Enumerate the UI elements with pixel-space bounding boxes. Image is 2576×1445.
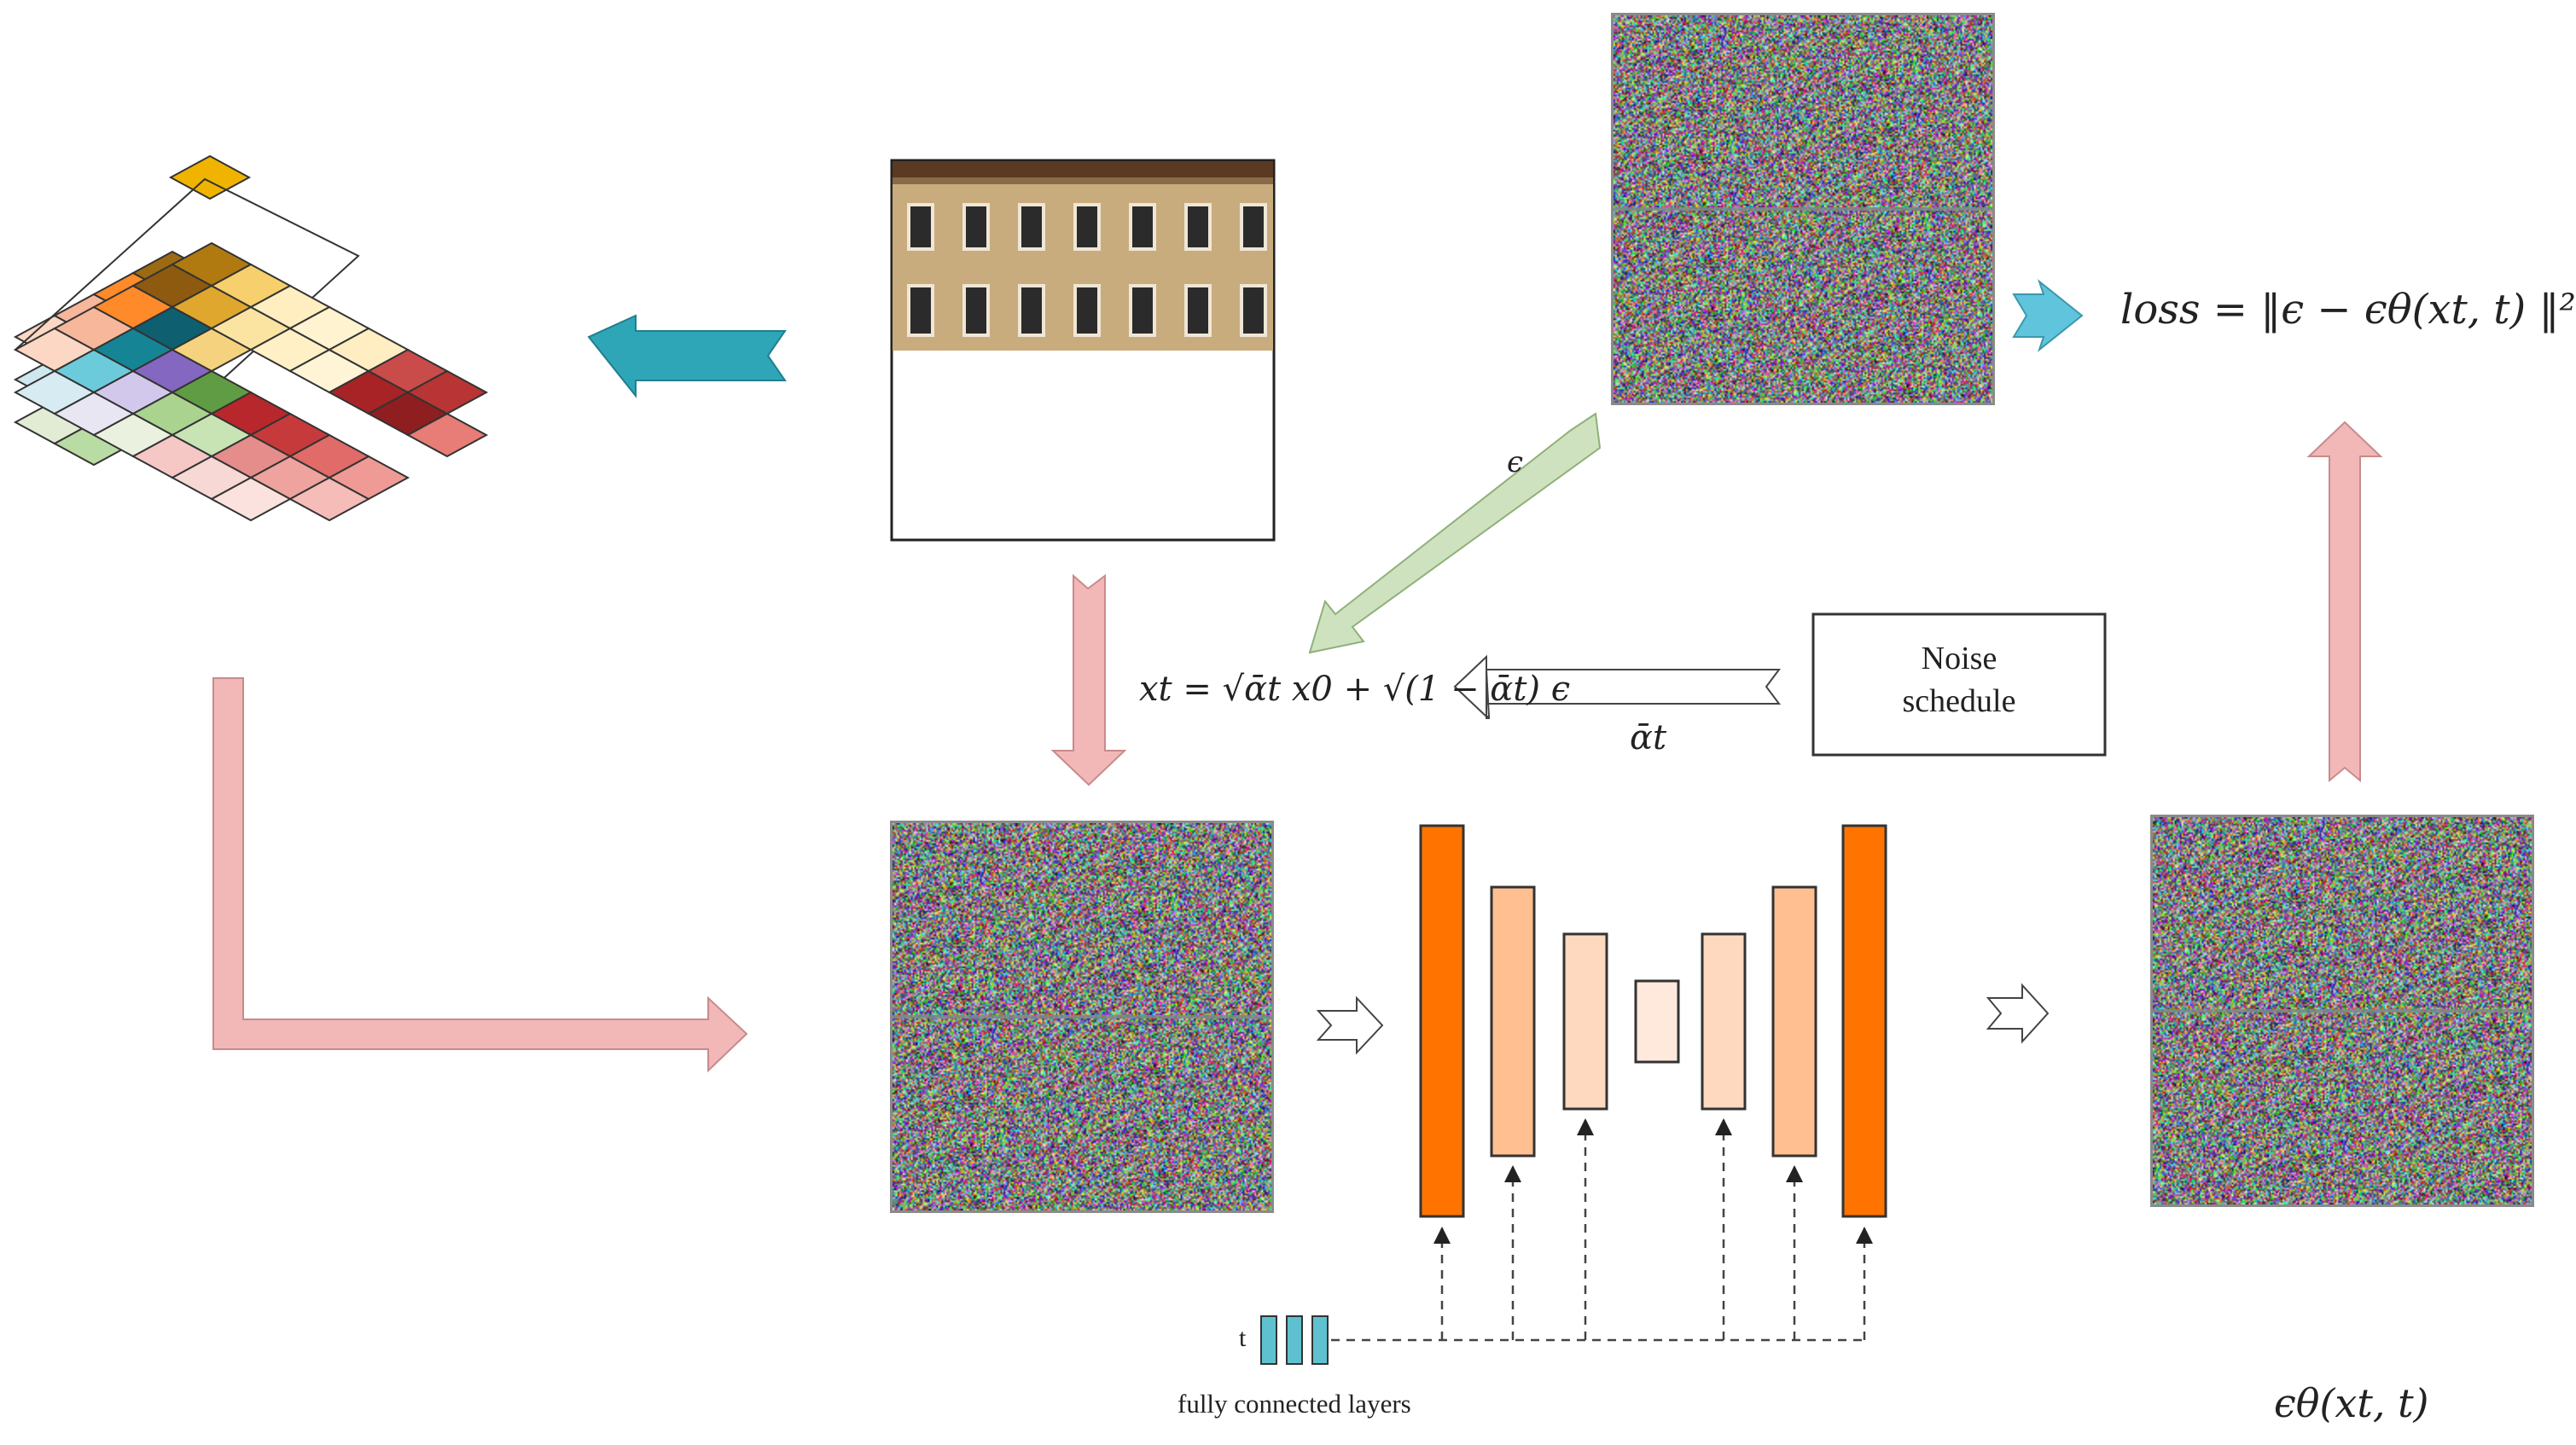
noise-seam [893,1015,1271,1018]
noise-seam [2153,1009,2532,1013]
teal-left-arrow [587,314,787,398]
alpha-bar-label: ᾱt [1630,718,1667,757]
hollow-left-arrow-head [1453,654,1487,719]
hollow-arrow-into-unet [1316,995,1384,1055]
hollow-arrow-out-unet [1986,983,2050,1044]
noise-schedule-box [1811,612,2107,757]
noise-seam [1614,207,1992,211]
unet-block-1 [1419,824,1465,1218]
noise-image-top [1611,13,1995,405]
noise-image-output [2150,815,2534,1207]
green-epsilon-arrow [1308,412,1602,654]
cube-grid [13,241,489,522]
unet-block-5 [1701,932,1747,1111]
unet-block-6 [1771,885,1817,1158]
noise-schedule-line1: Noise [1921,641,1997,676]
pink-down-arrow-top [1050,573,1127,786]
unet-block-2 [1490,885,1536,1158]
unet-block-3 [1562,932,1608,1111]
fully-connected-layers-label: fully connected layers [1178,1389,1411,1419]
unet-block-4 [1634,979,1680,1064]
noise-image-xt [890,821,1274,1213]
eps-theta-output-label: ϵθ(xt, t) [2274,1380,2429,1426]
time-embedding-connectors [1331,1118,1873,1342]
hollow-left-arrow-alpha [1485,669,1781,719]
unet [1419,824,1887,1218]
unet-block-7 [1841,824,1887,1218]
loss-formula: loss = ‖ϵ − ϵθ(xt, t) ‖² [2120,286,2576,334]
epsilon-label: ϵ [1507,445,1524,479]
rubiks-cube-icon [13,154,489,522]
t-label: t [1239,1324,1247,1352]
building-photo [890,159,1276,542]
pink-l-arrow [212,677,748,1073]
forward-formula: xt = √ᾱt x0 + √(1 − ᾱt) ϵ [1139,670,1571,709]
light-teal-right-arrow [2012,279,2084,352]
fc-blocks [1260,1315,1329,1365]
noise-schedule-line2: schedule [1902,683,2016,719]
pink-up-arrow-right [2306,421,2383,783]
